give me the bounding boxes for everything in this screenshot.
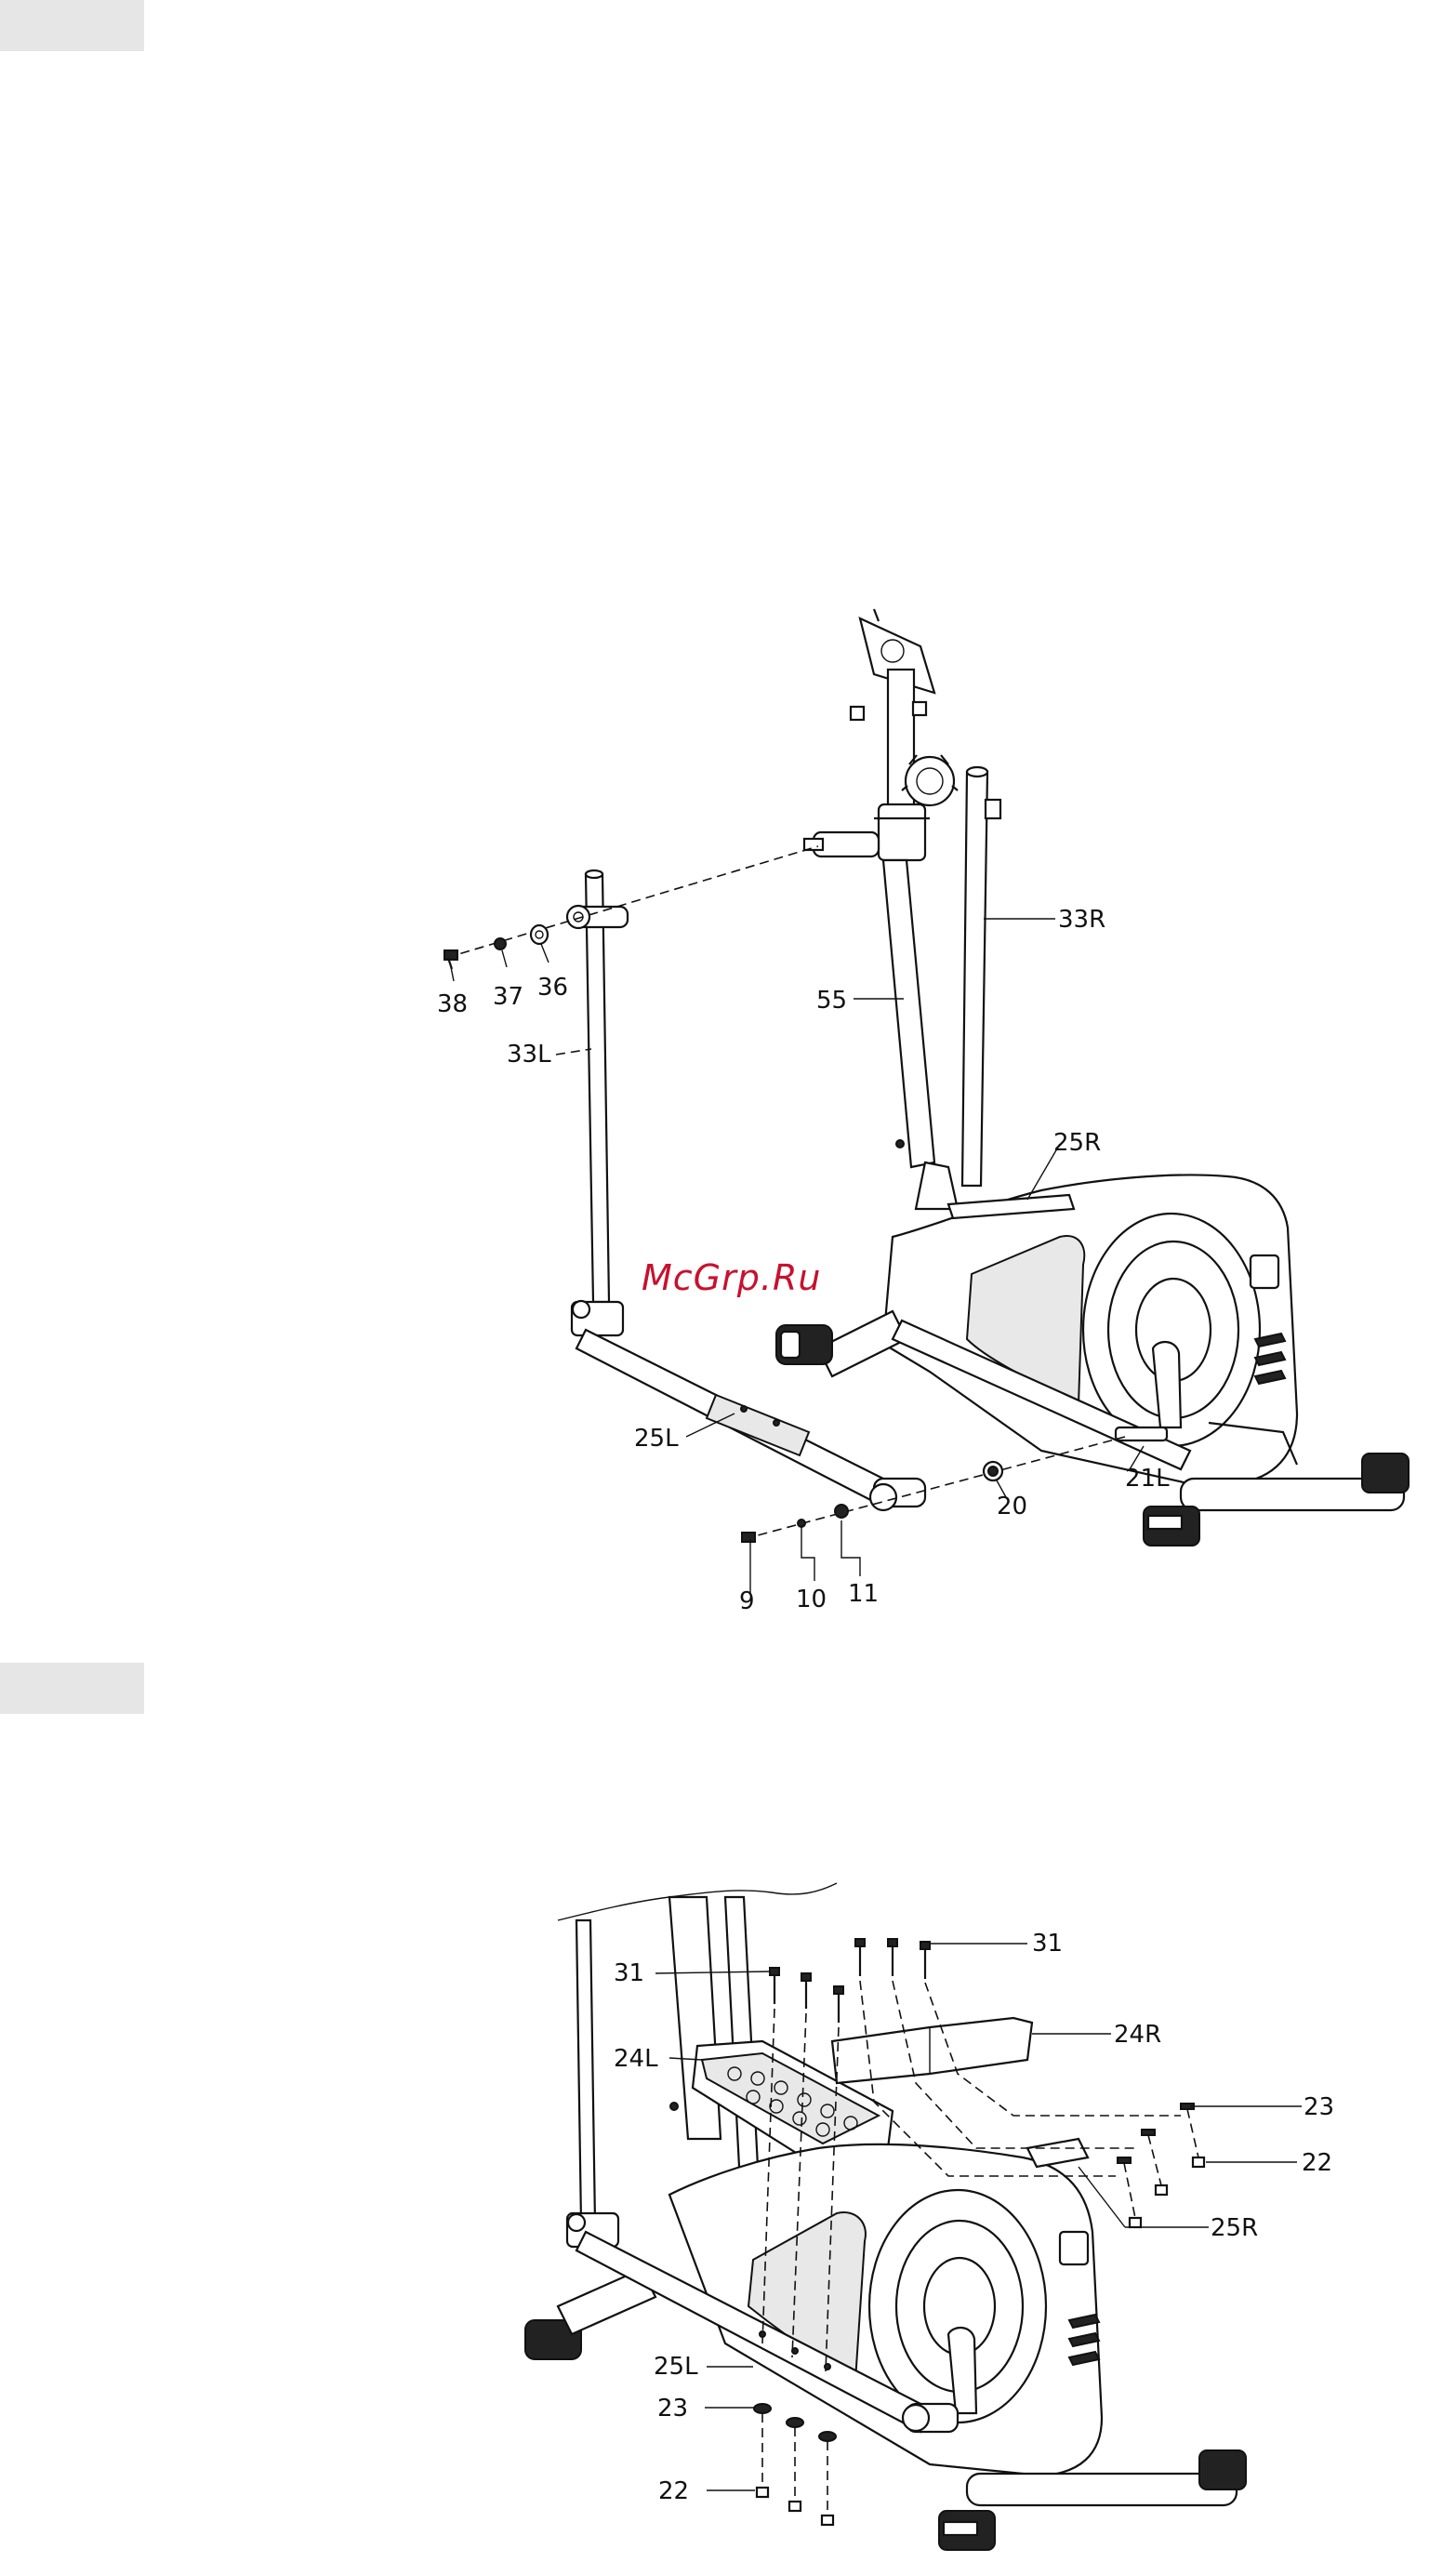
label-25R: 25R <box>1053 1129 1101 1157</box>
label-11: 11 <box>848 1580 879 1608</box>
label-24R: 24R <box>1114 2021 1161 2049</box>
label-37: 37 <box>493 983 523 1011</box>
watermark-text: McGrp.Ru <box>642 1257 821 1298</box>
label-31-left: 31 <box>614 1959 644 1987</box>
label-25R: 25R <box>1211 2214 1258 2242</box>
label-23-right: 23 <box>1304 2093 1334 2121</box>
frame-housing-2 <box>525 2139 1246 2550</box>
label-38: 38 <box>437 990 468 1018</box>
right-pedal-24R <box>832 2018 1032 2083</box>
label-36: 36 <box>537 974 568 1002</box>
figure-2-pedal-assembly: 31 31 24L 24R 23 22 25R 25L 23 22 <box>525 1883 1334 2550</box>
label-25L: 25L <box>634 1425 679 1453</box>
label-24L: 24L <box>614 2045 658 2073</box>
label-33R: 33R <box>1058 906 1105 934</box>
label-22-bottom: 22 <box>658 2477 689 2505</box>
label-20: 20 <box>997 1493 1027 1520</box>
label-25L: 25L <box>654 2353 698 2381</box>
left-handlebar-and-arm <box>567 870 925 1510</box>
hardware-23-22-bottom <box>754 2404 836 2525</box>
label-21L: 21L <box>1125 1465 1170 1493</box>
label-10: 10 <box>796 1586 827 1613</box>
fastener-set-top <box>444 846 818 969</box>
label-33L: 33L <box>507 1041 551 1069</box>
figure-1-elliptical-assembly: 38 37 36 33L 55 33R 25R 25L 20 21L 9 10 … <box>437 609 1409 1615</box>
label-22-right: 22 <box>1302 2149 1332 2177</box>
console-mast <box>804 609 1000 1209</box>
label-55: 55 <box>816 987 847 1015</box>
label-23-bottom: 23 <box>657 2395 688 2423</box>
label-9: 9 <box>739 1587 755 1615</box>
label-31-right: 31 <box>1032 1930 1063 1958</box>
hardware-23-22-right <box>1118 2104 1204 2227</box>
